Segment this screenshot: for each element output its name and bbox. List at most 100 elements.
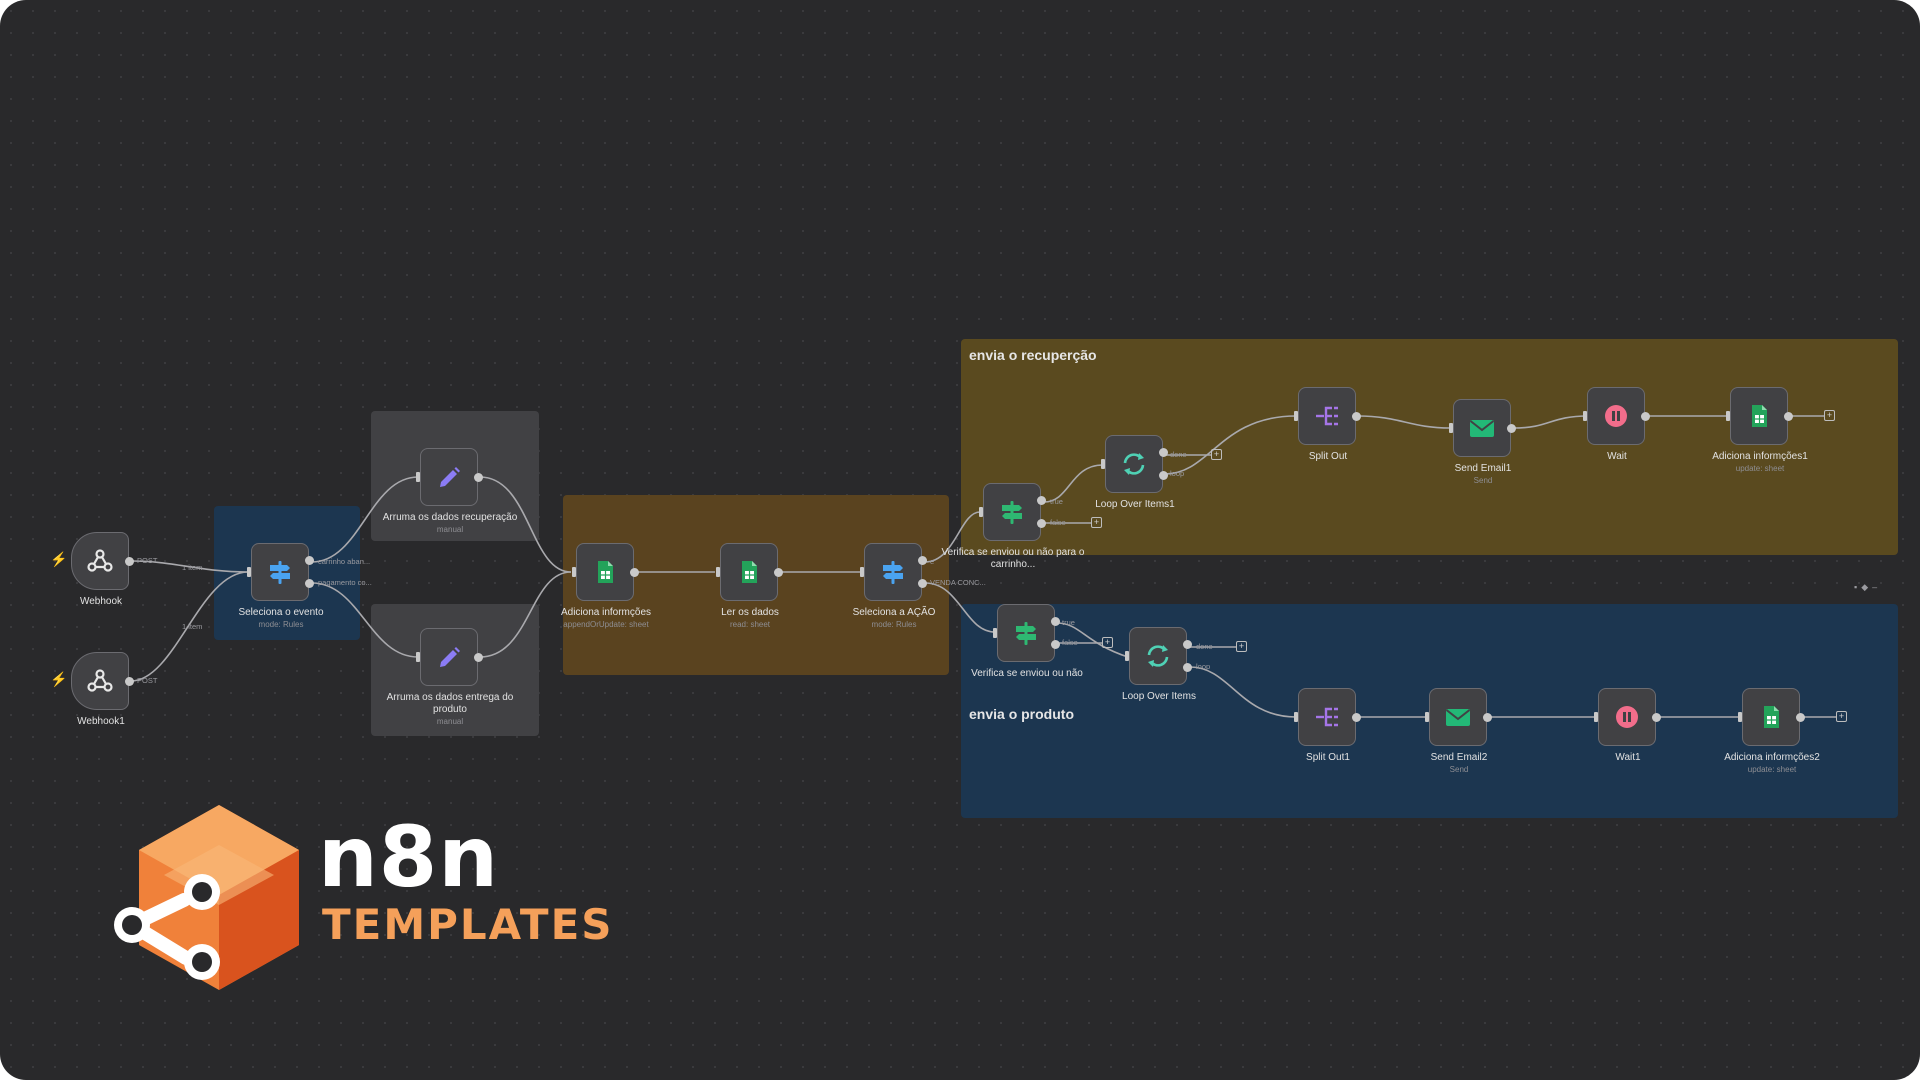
output-port-loop[interactable] xyxy=(1159,470,1168,480)
group-label-produto: envia o produto xyxy=(969,706,1074,722)
edge-label-true-2: true xyxy=(1062,618,1075,627)
input-port[interactable] xyxy=(416,472,420,482)
output-port[interactable] xyxy=(1652,712,1661,722)
if-branch-icon xyxy=(1002,501,1022,524)
node-title: Loop Over Items1 xyxy=(1095,499,1175,510)
input-port[interactable] xyxy=(1294,411,1298,421)
google-sheets-icon xyxy=(1752,405,1767,427)
google-sheets-icon xyxy=(742,561,757,583)
output-port[interactable] xyxy=(474,652,483,662)
signpost-icon xyxy=(270,561,290,584)
output-port-false[interactable] xyxy=(1037,518,1046,528)
output-port-true[interactable] xyxy=(1051,617,1060,627)
node-split-out[interactable]: Split Out xyxy=(1294,387,1361,462)
output-port[interactable] xyxy=(1352,712,1361,722)
input-port[interactable] xyxy=(1583,411,1587,421)
signpost-icon xyxy=(883,561,903,584)
output-port-true[interactable] xyxy=(1037,496,1046,506)
pencil-icon xyxy=(440,467,460,487)
pencil-icon xyxy=(440,647,460,667)
input-port[interactable] xyxy=(1449,423,1453,433)
group-toolbar[interactable]: ▪◆– xyxy=(1854,582,1882,592)
input-port[interactable] xyxy=(247,567,251,577)
output-port[interactable] xyxy=(125,676,134,686)
split-out-icon xyxy=(1316,707,1338,727)
input-port[interactable] xyxy=(1425,712,1429,722)
output-port[interactable] xyxy=(125,556,134,566)
input-port[interactable] xyxy=(716,567,720,577)
output-port[interactable] xyxy=(1641,411,1650,421)
output-port[interactable] xyxy=(1483,712,1492,722)
input-port[interactable] xyxy=(993,628,997,638)
input-port[interactable] xyxy=(860,567,864,577)
output-port[interactable] xyxy=(630,567,639,577)
output-port-done[interactable] xyxy=(1183,640,1192,650)
output-port-false[interactable] xyxy=(1051,639,1060,649)
add-node-button[interactable]: + xyxy=(1211,449,1222,460)
input-port[interactable] xyxy=(572,567,576,577)
input-port[interactable] xyxy=(416,652,420,662)
output-port[interactable] xyxy=(918,578,927,588)
node-verifica-carrinho[interactable]: Verifica se enviou ou não para o carrinh… xyxy=(942,483,1084,570)
output-port-done[interactable] xyxy=(1159,448,1168,458)
edge-label-loop: loop xyxy=(1170,469,1185,478)
node-webhook[interactable]: Webhook xyxy=(71,532,134,607)
output-port[interactable] xyxy=(918,556,927,566)
node-verifica[interactable]: Verifica se enviou ou não xyxy=(971,604,1083,679)
input-port[interactable] xyxy=(1738,712,1742,722)
output-port-loop[interactable] xyxy=(1183,662,1192,672)
input-port[interactable] xyxy=(979,507,983,517)
output-port[interactable] xyxy=(1507,423,1516,433)
output-port[interactable] xyxy=(1352,411,1361,421)
input-port[interactable] xyxy=(1594,712,1598,722)
if-branch-icon xyxy=(1016,622,1036,645)
edge-label-loop-2: loop xyxy=(1196,662,1211,671)
node-wait[interactable]: Wait xyxy=(1583,387,1650,462)
pause-icon xyxy=(1605,405,1627,427)
add-node-button[interactable]: + xyxy=(1836,711,1847,722)
output-port[interactable] xyxy=(305,556,314,566)
input-port[interactable] xyxy=(1101,459,1105,469)
brand-name: n8n xyxy=(318,808,500,906)
add-node-button[interactable]: + xyxy=(1091,517,1102,528)
node-webhook1[interactable]: Webhook1 xyxy=(71,652,134,727)
output-port[interactable] xyxy=(1796,712,1805,722)
node-split-out1[interactable]: Split Out1 xyxy=(1294,688,1361,763)
output-port[interactable] xyxy=(1784,411,1793,421)
input-port[interactable] xyxy=(1125,651,1129,661)
output-port[interactable] xyxy=(774,567,783,577)
envelope-icon xyxy=(1469,420,1495,437)
add-node-button[interactable]: + xyxy=(1102,637,1113,648)
loop-arrows-icon xyxy=(1147,645,1169,667)
add-node-button[interactable]: + xyxy=(1824,410,1835,421)
node-title: Webhook1 xyxy=(77,716,125,727)
node-loop-over-items1[interactable]: Loop Over Items1 xyxy=(1095,435,1175,510)
node-wait1[interactable]: Wait1 xyxy=(1594,688,1661,763)
input-port[interactable] xyxy=(1294,712,1298,722)
input-port[interactable] xyxy=(1726,411,1730,421)
node-loop-over-items[interactable]: Loop Over Items xyxy=(1122,627,1196,702)
webhook-icon xyxy=(87,549,113,572)
edge-label-true: true xyxy=(1050,497,1063,506)
add-node-button[interactable]: + xyxy=(1236,641,1247,652)
output-port[interactable] xyxy=(474,472,483,482)
edge-label-post-1: POST xyxy=(137,676,158,685)
output-port[interactable] xyxy=(305,578,314,588)
